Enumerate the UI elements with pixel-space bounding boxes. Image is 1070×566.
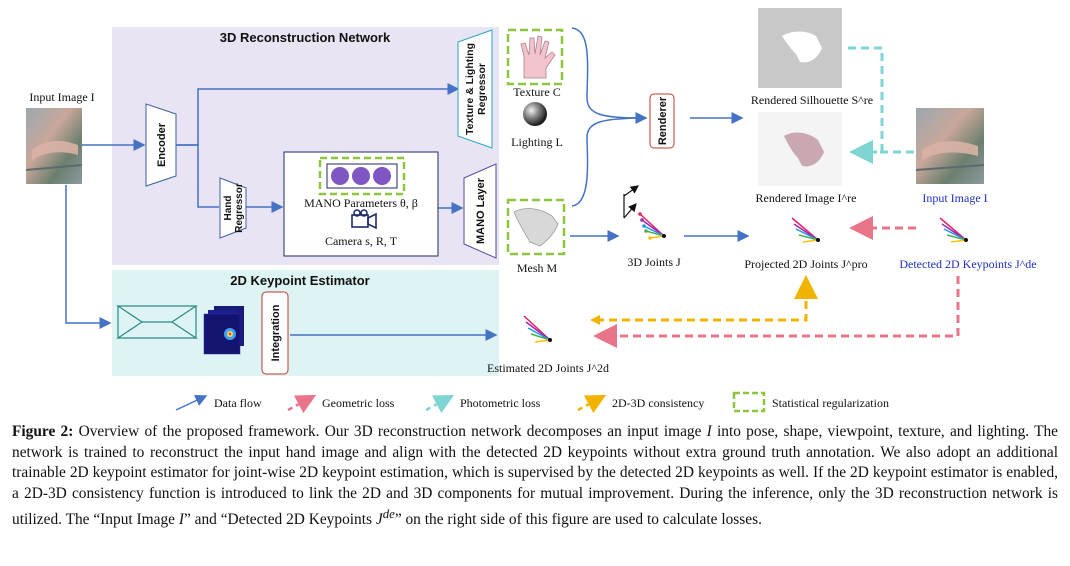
mesh-hand-icon bbox=[513, 208, 559, 247]
heatmaps-icon bbox=[203, 306, 244, 355]
rendered-silhouette-label: Rendered Silhouette S^re bbox=[751, 93, 873, 107]
camera-label: Camera s, R, T bbox=[325, 234, 398, 248]
geometric-loss-arrow-2 bbox=[593, 276, 960, 348]
framework-diagram: 3D Reconstruction Network 2D Keypoint Es… bbox=[25, 8, 1037, 414]
mano-layer-label: MANO Layer bbox=[475, 177, 487, 244]
mano-regularization-box bbox=[318, 156, 406, 196]
estimated-2d-label: Estimated 2D Joints J^2d bbox=[487, 361, 609, 375]
mano-dot-2 bbox=[352, 167, 370, 185]
texture-hand-icon bbox=[520, 35, 556, 79]
keypoint-title: 2D Keypoint Estimator bbox=[230, 273, 369, 288]
lighting-sphere-icon bbox=[523, 102, 547, 126]
3d-joints-skeleton-icon bbox=[638, 212, 666, 240]
legend-data-flow-label: Data flow bbox=[214, 396, 262, 410]
texture-lighting-regressor-label: Texture & LightingRegressor bbox=[464, 43, 488, 135]
estimated-2d-joints-skeleton-icon bbox=[523, 315, 552, 343]
photometric-loss-arrow-1 bbox=[848, 46, 884, 164]
encoder-label: Encoder bbox=[156, 122, 168, 167]
input-image-right bbox=[915, 108, 985, 184]
legend-photometric-label: Photometric loss bbox=[460, 396, 541, 410]
texture-regularization-box bbox=[506, 28, 564, 86]
hand-regressor-label: HandRegressor bbox=[223, 183, 245, 233]
legend-geometric-label: Geometric loss bbox=[322, 396, 395, 410]
legend-data-flow-swatch bbox=[175, 395, 208, 411]
camera-icon bbox=[351, 209, 377, 230]
encoder-block bbox=[145, 103, 177, 187]
hand-regressor-block bbox=[219, 177, 247, 239]
mano-dot-1 bbox=[331, 167, 349, 185]
texture-lighting-regressor-block bbox=[457, 29, 493, 149]
legend: Data flow Geometric loss Photometric los… bbox=[175, 391, 889, 414]
3d-joints-label: 3D Joints J bbox=[627, 255, 681, 269]
lighting-label: Lighting L bbox=[511, 135, 563, 149]
caption-label: Figure 2: bbox=[12, 423, 74, 440]
consistency-arrow bbox=[596, 275, 818, 322]
figure-caption: Figure 2: Overview of the proposed frame… bbox=[12, 423, 1059, 529]
renderer-block bbox=[649, 93, 675, 149]
renderer-label: Renderer bbox=[657, 96, 669, 145]
legend-geometric-swatch bbox=[287, 394, 317, 414]
integration-block bbox=[261, 291, 289, 375]
texture-label: Texture C bbox=[513, 85, 560, 99]
mano-layer-block bbox=[463, 163, 497, 259]
hourglass-network-icon bbox=[116, 305, 198, 339]
data-flow-arrows bbox=[65, 27, 750, 341]
mano-dot-3 bbox=[373, 167, 391, 185]
input-image-right-label: Input Image I bbox=[922, 191, 987, 205]
legend-photometric-swatch bbox=[425, 394, 455, 414]
mesh-regularization-box bbox=[506, 198, 566, 256]
reconstruction-title: 3D Reconstruction Network bbox=[220, 30, 391, 45]
axes-icon bbox=[623, 185, 639, 219]
detected-2d-keypoints-skeleton-icon bbox=[939, 217, 968, 243]
projected-2d-label: Projected 2D Joints J^pro bbox=[744, 257, 867, 271]
legend-regularization-swatch bbox=[732, 391, 766, 413]
input-image-left-label: Input Image I bbox=[29, 90, 94, 104]
mano-params-label: MANO Parameters θ, β bbox=[304, 196, 418, 210]
rendered-image-label: Rendered Image I^re bbox=[756, 191, 857, 205]
legend-consistency-label: 2D-3D consistency bbox=[612, 396, 704, 410]
input-image-left bbox=[25, 108, 83, 184]
legend-consistency-swatch bbox=[577, 394, 607, 414]
keypoint-panel bbox=[112, 270, 499, 376]
detected-2d-label: Detected 2D Keypoints J^de bbox=[899, 257, 1036, 271]
legend-regularization-label: Statistical regularization bbox=[772, 396, 889, 410]
mesh-label: Mesh M bbox=[517, 261, 558, 275]
projected-2d-joints-skeleton-icon bbox=[791, 217, 820, 243]
integration-label: Integration bbox=[270, 304, 282, 361]
